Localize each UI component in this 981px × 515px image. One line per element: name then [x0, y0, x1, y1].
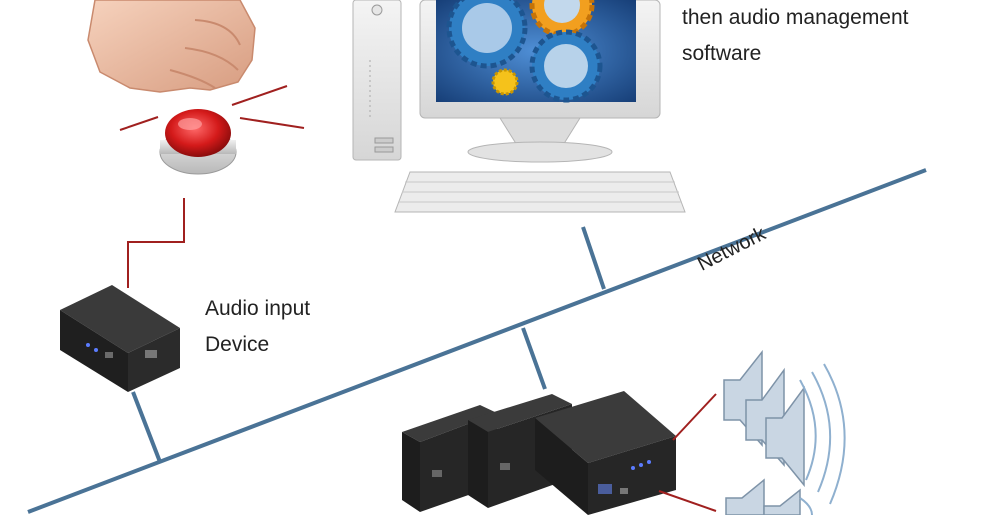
- signal-wire-speaker-bottom: [658, 490, 717, 512]
- software-caption-line2: software: [682, 42, 762, 65]
- input-device-caption-line1: Audio input: [205, 297, 311, 320]
- press-motion-lines: [119, 85, 305, 131]
- sound-waves-top: [799, 363, 846, 505]
- network-drop-computer: [581, 226, 606, 290]
- gears-icon: [446, 0, 603, 103]
- network-backbone: [27, 168, 927, 514]
- software-caption: then audio management software: [682, 0, 972, 72]
- network-drop-outputs: [521, 327, 547, 390]
- input-device-caption: Audio input Device: [205, 291, 365, 363]
- keyboard-icon: [394, 171, 686, 213]
- input-device-caption-line2: Device: [205, 333, 270, 356]
- output-device-icon-3: [535, 391, 676, 515]
- fist-icon: [87, 0, 256, 93]
- network-drop-input: [131, 391, 162, 463]
- signal-wire-input: [127, 198, 185, 288]
- speaker-icon-group-top: [723, 349, 805, 488]
- sound-waves-bottom: [799, 497, 813, 515]
- audio-input-device-icon: [60, 285, 180, 392]
- signal-wire-speaker-top: [672, 393, 717, 441]
- red-button-icon: [159, 109, 237, 175]
- software-caption-line1: then audio management: [682, 6, 909, 29]
- speaker-icon-group-bottom: [725, 478, 801, 515]
